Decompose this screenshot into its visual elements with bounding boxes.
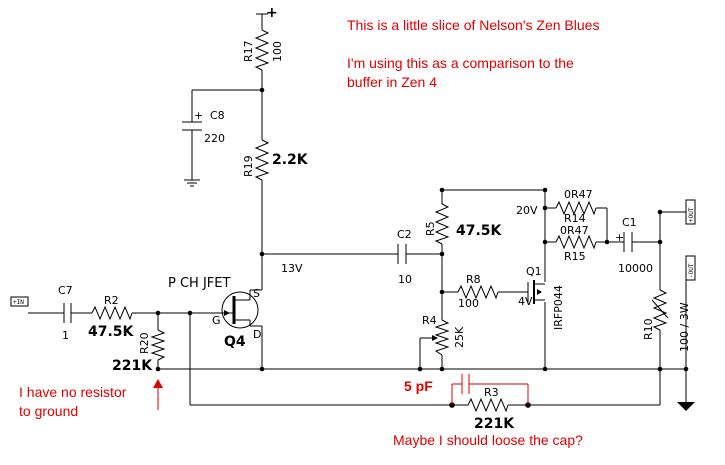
port-output: +OUT xyxy=(685,199,696,225)
capacitor-c2: C2 10 xyxy=(397,228,412,286)
r17-value: 100 xyxy=(271,41,284,62)
r8-value: 100 xyxy=(458,297,479,310)
ground-symbol-output xyxy=(677,402,695,411)
q4-drain: D xyxy=(253,328,261,341)
r14-ref: R14 xyxy=(564,212,586,225)
jfet-q4: P CH JFET G S D Q4 xyxy=(168,276,261,350)
supply-plus: + xyxy=(256,5,278,21)
c1-value: 10000 xyxy=(618,262,653,275)
q4-type: P CH JFET xyxy=(168,276,230,291)
mosfet-q1: Q1 IRFP044 xyxy=(526,265,565,330)
port-input: +IN xyxy=(10,296,29,307)
r20-ref: R20 xyxy=(138,332,151,354)
r17-ref: R17 xyxy=(242,40,255,62)
r4-ref: R4 xyxy=(422,314,437,327)
r15-value: 0R47 xyxy=(560,224,589,237)
resistor-r14: 0R47 R14 xyxy=(555,188,597,225)
c8-value: 220 xyxy=(204,132,225,145)
r19-ref: R19 xyxy=(242,155,255,177)
resistor-r17: R17 100 xyxy=(242,29,284,71)
resistor-r5: R5 47.5K xyxy=(424,203,503,245)
net-20v: 20V xyxy=(516,204,538,217)
port-output-neg-label: -OUT xyxy=(688,263,695,278)
resistor-r15: 0R47 R15 xyxy=(555,224,597,263)
port-input-label: +IN xyxy=(13,299,24,306)
r3-ref: R3 xyxy=(484,386,499,399)
r10-value: 100 / 3W xyxy=(678,302,691,352)
q4-source: S xyxy=(253,287,260,300)
note-title: This is a little slice of Nelson's Zen B… xyxy=(347,17,599,33)
r20-value: 221K xyxy=(112,358,153,374)
junction-dots xyxy=(155,87,689,408)
c2-value: 10 xyxy=(398,273,412,286)
r14-value: 0R47 xyxy=(564,188,593,201)
note-loose-cap: Maybe I should loose the cap? xyxy=(393,432,583,448)
c7-ref: C7 xyxy=(58,284,73,297)
port-output-neg: -OUT xyxy=(685,255,696,281)
c8-polarity: + xyxy=(194,109,203,122)
capacitor-c7: C7 1 xyxy=(58,284,73,342)
resistor-r19: R19 2.2K xyxy=(242,139,309,181)
resistor-r10: R10 100 / 3W xyxy=(642,289,691,352)
wires xyxy=(28,14,687,406)
r10-ref: R10 xyxy=(642,318,655,340)
r5-value: 47.5K xyxy=(456,223,503,239)
r4-value: 25K xyxy=(453,326,466,348)
c8-ref: C8 xyxy=(210,109,225,122)
resistor-r3: R3 221K xyxy=(452,386,528,432)
port-output-label: +OUT xyxy=(688,207,695,222)
r5-ref: R5 xyxy=(424,221,437,236)
resistor-r2: R2 47.5K xyxy=(88,294,135,340)
arrow-up-icon xyxy=(153,379,163,410)
r19-value: 2.2K xyxy=(272,152,309,168)
supply-plus-label: + xyxy=(266,5,278,21)
note-comparison-1: I'm using this as a comparison to the xyxy=(347,55,574,71)
capacitor-c8: + C8 220 xyxy=(182,109,225,145)
net-13v: 13V xyxy=(281,262,303,275)
note-comparison-2: buffer in Zen 4 xyxy=(347,74,437,90)
c1-polarity: + xyxy=(615,231,624,244)
r8-ref: R8 xyxy=(466,273,481,286)
note-no-resistor-1: I have no resistor xyxy=(19,384,127,400)
resistor-r8: R8 100 xyxy=(457,273,499,310)
capacitor-5pf: 5 pF xyxy=(404,374,529,405)
c1-ref: C1 xyxy=(622,216,637,229)
q4-ref: Q4 xyxy=(224,334,246,350)
r3-value: 221K xyxy=(474,416,515,432)
potentiometer-r4: R4 25K xyxy=(422,314,466,356)
note-no-resistor-2: to ground xyxy=(19,403,78,419)
c7-value: 1 xyxy=(62,329,69,342)
c2-ref: C2 xyxy=(397,228,412,241)
q1-value: IRFP044 xyxy=(552,285,565,330)
r15-ref: R15 xyxy=(564,250,586,263)
ground-symbol-c8 xyxy=(184,179,200,187)
cap-5pf-label: 5 pF xyxy=(404,378,433,394)
r2-value: 47.5K xyxy=(88,324,135,340)
capacitor-c1: + C1 10000 xyxy=(615,216,653,275)
r2-ref: R2 xyxy=(104,294,119,307)
q4-gate: G xyxy=(212,314,221,327)
net-4v: 4V xyxy=(518,295,533,308)
resistor-r20: R20 221K xyxy=(112,329,166,374)
q1-ref: Q1 xyxy=(526,265,542,278)
